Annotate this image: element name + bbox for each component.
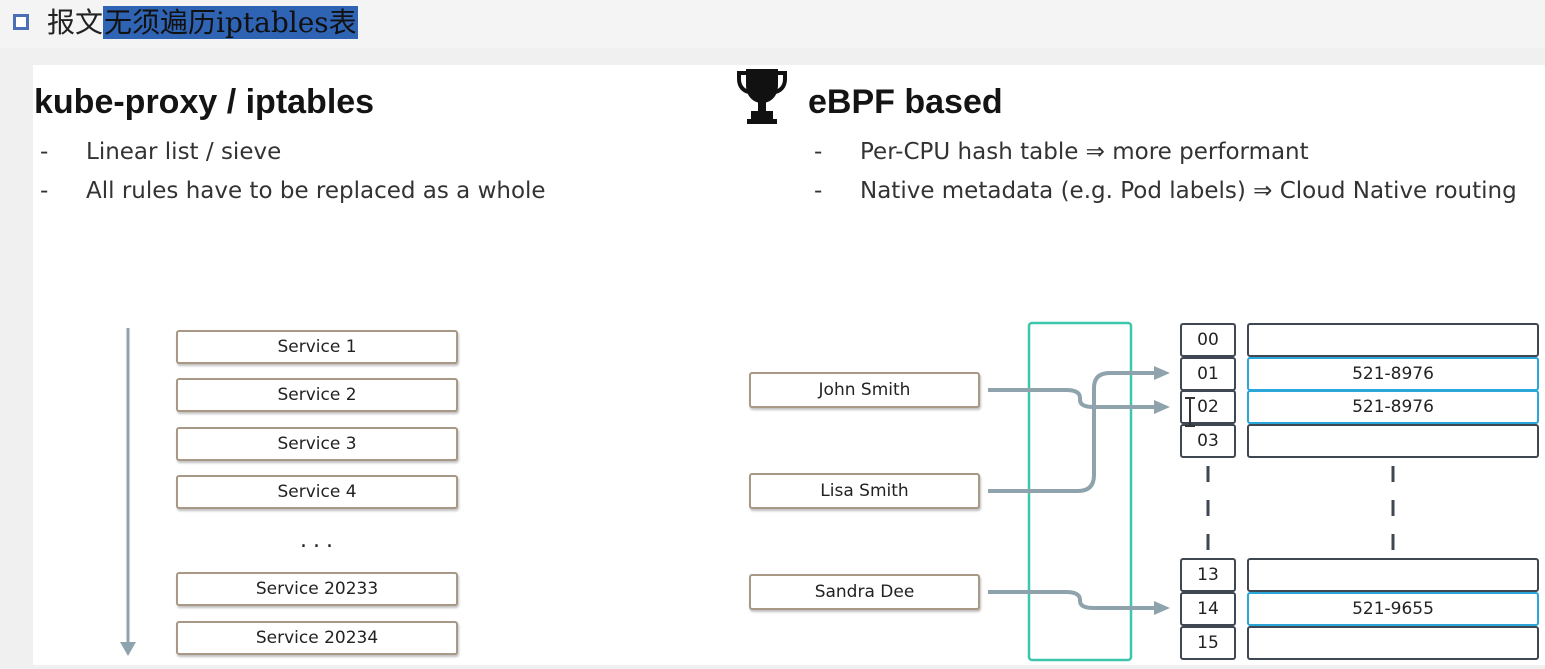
bullet-item: - Linear list / sieve [40, 133, 546, 172]
bucket-key: 03 [1180, 424, 1236, 458]
bucket-key: 14 [1180, 592, 1236, 626]
bucket-value: 521-8976 [1247, 390, 1539, 424]
bullet-text: Native metadata (e.g. Pod labels) ⇒ Clou… [860, 178, 1517, 204]
bullet-dash: - [40, 139, 49, 165]
text-cursor-icon [1185, 397, 1195, 427]
title-plain: 报文 [47, 6, 104, 39]
slide-header-bar: 报文无须遍历iptables表 [0, 0, 1545, 48]
bullet-item: - All rules have to be replaced as a whol… [40, 172, 546, 211]
right-heading: eBPF based [808, 83, 1003, 121]
right-bullet-list: - Per-CPU hash table ⇒ more performant - N… [814, 133, 1517, 211]
trophy-icon [737, 69, 787, 124]
bucket-value [1247, 626, 1539, 660]
page-title: 报文无须遍历iptables表 [47, 4, 358, 42]
bucket-value [1247, 323, 1539, 357]
bullet-text: All rules have to be replaced as a whole [86, 178, 546, 204]
service-box: Service 1 [176, 330, 458, 364]
service-box: Service 4 [176, 475, 458, 509]
service-box: Service 20234 [176, 621, 458, 655]
bucket-key: 01 [1180, 357, 1236, 391]
service-box: Service 20233 [176, 572, 458, 606]
bucket-key: 13 [1180, 558, 1236, 592]
left-heading: kube-proxy / iptables [34, 83, 375, 121]
bullet-item: - Native metadata (e.g. Pod labels) ⇒ Clo… [814, 172, 1517, 211]
name-box: Sandra Dee [749, 574, 980, 610]
bucket-key: 15 [1180, 626, 1236, 660]
bucket-value [1247, 424, 1539, 458]
bullet-text: Per-CPU hash table ⇒ more performant [860, 139, 1309, 165]
title-highlighted: 无须遍历iptables表 [103, 6, 358, 39]
left-bullet-list: - Linear list / sieve - All rules have to … [40, 133, 546, 211]
bucket-key: 00 [1180, 323, 1236, 357]
bullet-dash: - [814, 178, 823, 204]
ellipsis: ... [300, 528, 339, 553]
name-box: John Smith [749, 372, 980, 408]
bucket-value: 521-9655 [1247, 592, 1539, 626]
bullet-item: - Per-CPU hash table ⇒ more performant [814, 133, 1517, 172]
bullet-dash: - [40, 178, 49, 204]
service-box: Service 2 [176, 378, 458, 412]
square-bullet-icon [13, 14, 29, 30]
bucket-value: 521-8976 [1247, 357, 1539, 391]
service-box: Service 3 [176, 427, 458, 461]
bullet-text: Linear list / sieve [86, 139, 282, 165]
name-box: Lisa Smith [749, 473, 980, 509]
bucket-value [1247, 558, 1539, 592]
bullet-dash: - [814, 139, 823, 165]
